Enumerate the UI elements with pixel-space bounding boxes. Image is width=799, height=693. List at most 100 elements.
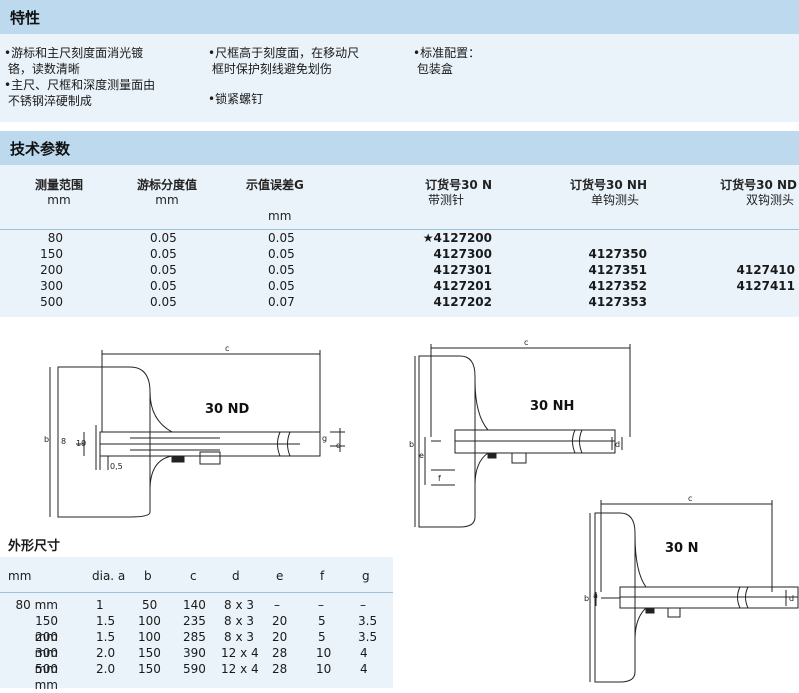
dim-cell: 80 mm: [15, 598, 58, 612]
cell-order-nd: 4127410: [736, 263, 795, 277]
dim-cell: 10: [316, 662, 332, 676]
dimensions-divider: [0, 592, 393, 593]
feature-item: •主尺、尺框和深度测量面由 不锈钢淬硬制成: [4, 78, 156, 108]
dim-d-nd: d: [336, 441, 341, 450]
col-header-error-unit: mm: [268, 209, 292, 223]
col-header-order-nd-sub: 双钩测头: [745, 193, 794, 207]
dim-cell: 50: [142, 598, 158, 612]
dim-header: c: [190, 569, 197, 583]
dim-cell: –: [318, 598, 324, 612]
dim-8-nd: 8: [61, 437, 66, 446]
features-title: 特性: [10, 9, 41, 27]
dim-cell: –: [360, 598, 366, 612]
dim-cell: 1: [96, 598, 104, 612]
dim-cell: 20: [272, 614, 288, 628]
dim-b-nd: b: [44, 435, 49, 444]
cell-division: 0.05: [150, 279, 177, 293]
cell-order-n: 4127202: [433, 295, 492, 309]
drawing-30n-label: 30 N: [665, 541, 699, 556]
cell-order-nd: 4127411: [736, 279, 795, 293]
dim-header: b: [144, 569, 152, 583]
dim-cell: 100: [138, 614, 161, 628]
dim-cell: 140: [183, 598, 206, 612]
dim-cell: 12 x 4: [221, 646, 259, 660]
cell-order-n: 4127300: [433, 247, 492, 261]
cell-range: 150: [40, 247, 63, 261]
dim-header: e: [276, 569, 284, 583]
features-header-band: [0, 0, 799, 34]
cell-error: 0.05: [268, 263, 295, 277]
col-header-order-nd: 订货号30 ND: [720, 178, 797, 192]
drawing-30nh: [414, 344, 631, 528]
cell-error: 0.07: [268, 295, 295, 309]
dim-cell: 200 mm: [34, 630, 58, 660]
cell-range: 200: [40, 263, 63, 277]
dim-cell: 150: [138, 646, 161, 660]
cell-range: 80: [47, 231, 63, 245]
dim-cell: 1.5: [96, 614, 116, 628]
dim-cell: 1.5: [96, 630, 116, 644]
col-header-order-nh-sub: 单钩测头: [590, 193, 639, 207]
dim-b-nh: b: [409, 440, 414, 449]
dim-cell: 28: [272, 662, 288, 676]
dimensions-table: [0, 557, 393, 688]
dim-c-nd: c: [225, 344, 229, 353]
dim-cell: 390: [183, 646, 206, 660]
cell-order-nh: 4127350: [588, 247, 647, 261]
dim-cell: –: [274, 598, 280, 612]
dim-cell: 8 x 3: [224, 630, 254, 644]
dim-cell: 28: [272, 646, 288, 660]
dim-05-nd: 0,5: [110, 462, 123, 471]
cell-division: 0.05: [150, 247, 177, 261]
cell-order-n: ★4127200: [422, 231, 492, 245]
dim-d-n: d: [789, 594, 794, 603]
cell-error: 0.05: [268, 231, 295, 245]
dim-cell: 5: [318, 630, 326, 644]
drawing-30nd-label: 30 ND: [205, 402, 249, 417]
dim-cell: 500 mm: [34, 662, 58, 692]
specs-header-band: [0, 131, 799, 165]
feature-item: •尺框高于刻度面，在移动尺 框时保护刻线避免划伤: [208, 46, 360, 76]
dim-cell: 235: [183, 614, 206, 628]
dim-header: f: [320, 569, 325, 583]
dim-cell: 8 x 3: [224, 614, 254, 628]
col-header-order-n-sub: 带测针: [427, 193, 464, 207]
dim-b-n: b: [584, 594, 589, 603]
dim-c-nh: c: [524, 338, 528, 347]
dim-header: d: [232, 569, 240, 583]
dim-a-n: a: [593, 591, 598, 600]
feature-item: •游标和主尺刻度面消光镀 铬，读数清晰: [4, 46, 144, 76]
col-header-order-nh: 订货号30 NH: [570, 178, 647, 192]
cell-order-n: 4127301: [433, 263, 492, 277]
dim-cell: 10: [316, 646, 332, 660]
dim-header: mm: [8, 569, 32, 583]
cell-order-nh: 4127353: [588, 295, 647, 309]
dim-cell: 150 mm: [34, 614, 58, 644]
dim-header: dia. a: [92, 569, 126, 583]
dim-cell: 2.0: [96, 646, 116, 660]
col-header-error: 示值误差G: [246, 178, 304, 192]
feature-item: •锁紧螺钉: [208, 92, 264, 106]
feature-item: •标准配置： 包装盒: [413, 46, 481, 76]
specs-title: 技术参数: [10, 140, 71, 158]
dim-cell: 8 x 3: [224, 598, 254, 612]
cell-division: 0.05: [150, 263, 177, 277]
dim-cell: 100: [138, 630, 161, 644]
cell-order-nh: 4127351: [588, 263, 647, 277]
drawing-30n: [589, 500, 799, 683]
cell-range: 300: [40, 279, 63, 293]
dim-cell: 4: [360, 646, 368, 660]
dim-cell: 590: [183, 662, 206, 676]
cell-error: 0.05: [268, 279, 295, 293]
specs-body: [0, 165, 799, 317]
dim-cell: 5: [318, 614, 326, 628]
dim-d-nh: d: [615, 440, 620, 449]
dim-c-n: c: [688, 494, 692, 503]
drawing-30nd: [49, 350, 345, 518]
dim-cell: 3.5: [358, 614, 378, 628]
cell-order-nh: 4127352: [588, 279, 647, 293]
dim-g-nd: g: [322, 434, 327, 443]
